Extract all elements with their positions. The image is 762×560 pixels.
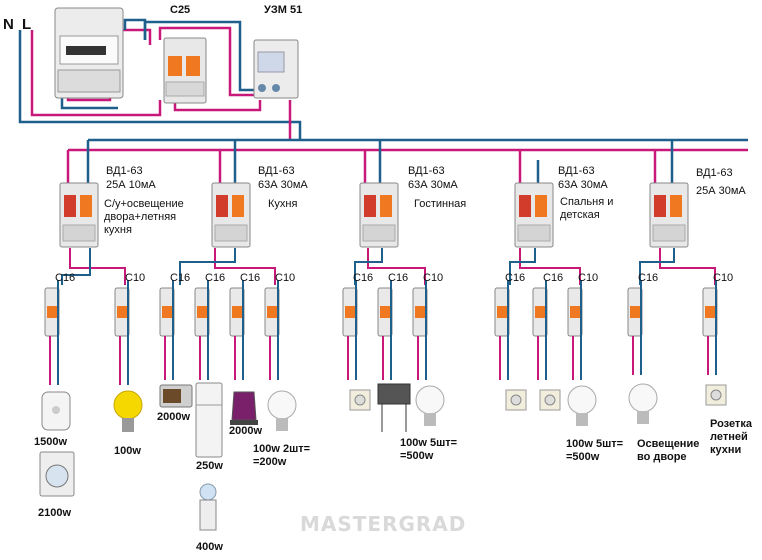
- kitchen-lamps-power: 100w 2шт==200w: [253, 443, 311, 468]
- breaker-rating: С16: [170, 272, 191, 284]
- rcd-name: ВД1-63: [258, 165, 295, 177]
- boiler-icon: [41, 391, 71, 431]
- main-buses: [68, 138, 748, 152]
- water-cooler-icon: [199, 483, 217, 531]
- breaker-rating: С16: [638, 272, 659, 284]
- rcd-rating: 63А 30мА: [408, 179, 458, 191]
- socket-icon: [349, 389, 371, 411]
- rcd-rating: 25А 30мА: [696, 185, 746, 197]
- rcd-device: [59, 182, 99, 248]
- circuit-breaker: [159, 287, 175, 337]
- breaker-rating: С16: [543, 272, 564, 284]
- rcd-device: [649, 182, 689, 248]
- breaker-rating: С16: [353, 272, 374, 284]
- rcd-device: [211, 182, 251, 248]
- rcd-devices: [59, 182, 689, 248]
- breaker-rating: С10: [125, 272, 146, 284]
- rcd-device: [514, 182, 554, 248]
- kettle-icon: [230, 391, 258, 425]
- socket-icon: [539, 389, 561, 411]
- lamp-power: 100w: [114, 445, 141, 457]
- socket-icon: [505, 389, 527, 411]
- breaker-rating: С16: [388, 272, 409, 284]
- circuit-breaker: [194, 287, 210, 337]
- main-breaker-label: C25: [170, 4, 191, 16]
- load-wires: [49, 280, 717, 385]
- socket-icon: [705, 384, 727, 406]
- circuit-breaker: [412, 287, 428, 337]
- rcd-rating: 63А 30мА: [258, 179, 308, 191]
- circuit-breaker: [494, 287, 510, 337]
- lamp-icon: [267, 390, 297, 431]
- breaker-rating: С16: [205, 272, 226, 284]
- circuit-breaker: [114, 287, 130, 337]
- circuit-breaker: [532, 287, 548, 337]
- microwave-icon: [159, 384, 193, 408]
- circuit-breaker: [229, 287, 245, 337]
- voltage-relay: [253, 39, 299, 99]
- watermark: MASTERGRAD: [300, 512, 467, 536]
- washing-machine-icon: [39, 451, 75, 497]
- lamp-icon: [567, 385, 597, 426]
- circuit-breaker: [567, 287, 583, 337]
- circuit-breaker: [377, 287, 393, 337]
- rcd-feeders: [66, 140, 674, 185]
- breaker-rating: С10: [275, 272, 296, 284]
- lamp-icon: [628, 383, 658, 424]
- microwave-power: 2000w: [157, 411, 191, 423]
- breaker-rating: С16: [240, 272, 261, 284]
- group-description: Кухня: [268, 198, 298, 210]
- load-icons: [39, 382, 727, 531]
- rcd-name: ВД1-63: [696, 167, 733, 179]
- neutral-label: N: [3, 16, 14, 33]
- kettle-power: 2000w: [229, 425, 263, 437]
- cooler-power: 400w: [196, 541, 223, 553]
- bedroom-lamps-power: 100w 5шт==500w: [566, 438, 624, 463]
- boiler-power: 1500w: [34, 436, 68, 448]
- circuit-breaker: [702, 287, 718, 337]
- breaker-rating: С16: [55, 272, 76, 284]
- relay-label: УЗМ 51: [264, 4, 303, 16]
- rcd-rating: 63А 30мА: [558, 179, 608, 191]
- breaker-rating: С10: [423, 272, 444, 284]
- washer-power: 2100w: [38, 507, 72, 519]
- rcd-name: ВД1-63: [408, 165, 445, 177]
- circuit-breaker: [264, 287, 280, 337]
- group-description: Гостинная: [414, 198, 467, 210]
- breaker-rating: С10: [713, 272, 734, 284]
- branch-breakers: [44, 287, 718, 337]
- tv-icon: [377, 383, 411, 432]
- breaker-rating: С16: [505, 272, 526, 284]
- circuit-breaker: [342, 287, 358, 337]
- living-lamps-power: 100w 5шт==500w: [400, 437, 458, 462]
- branch-wires: [61, 248, 716, 285]
- breaker-rating: С10: [578, 272, 599, 284]
- lamp-icon: [415, 385, 445, 426]
- fridge-icon: [195, 382, 223, 458]
- light-bulb-icon: [113, 390, 143, 432]
- circuit-breaker: [44, 287, 60, 337]
- circuit-breaker: [627, 287, 643, 337]
- line-label: L: [22, 16, 32, 33]
- rcd-name: ВД1-63: [106, 165, 143, 177]
- electricity-meter: [54, 7, 124, 99]
- main-breaker: [163, 37, 207, 104]
- rcd-name: ВД1-63: [558, 165, 595, 177]
- rcd-device: [359, 182, 399, 248]
- rcd-rating: 25А 10мА: [106, 179, 156, 191]
- fridge-power: 250w: [196, 460, 223, 472]
